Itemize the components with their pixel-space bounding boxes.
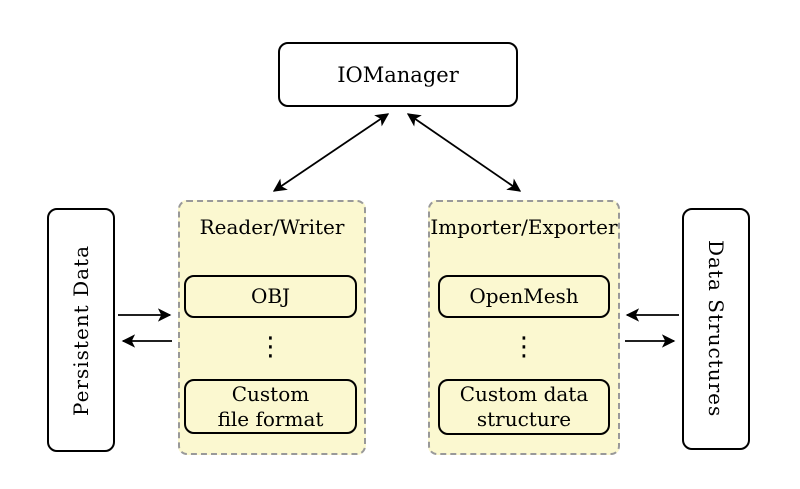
node-custom-data-structure: Custom data structure [438, 379, 610, 435]
ellipsis-reader-writer: ⋮ [257, 332, 284, 362]
arrow-iomanager-importerexporter [406, 113, 522, 192]
arrow-iomanager-readerwriter [272, 113, 390, 192]
node-persistent-data-label: Persistent Data [69, 244, 93, 416]
node-openmesh: OpenMesh [438, 275, 610, 318]
node-data-structures-label: Data Structures [704, 240, 728, 418]
ellipsis-importer-exporter: ⋮ [511, 332, 537, 362]
node-custom-file-format: Custom file format [184, 379, 357, 434]
node-persistent-data: Persistent Data [47, 208, 115, 452]
node-iomanager: IOManager [278, 42, 518, 107]
panel-reader-writer-title: Reader/Writer [199, 215, 345, 239]
node-obj: OBJ [184, 275, 357, 318]
node-data-structures: Data Structures [682, 208, 750, 450]
panel-importer-exporter-title: Importer/Exporter [430, 215, 618, 239]
